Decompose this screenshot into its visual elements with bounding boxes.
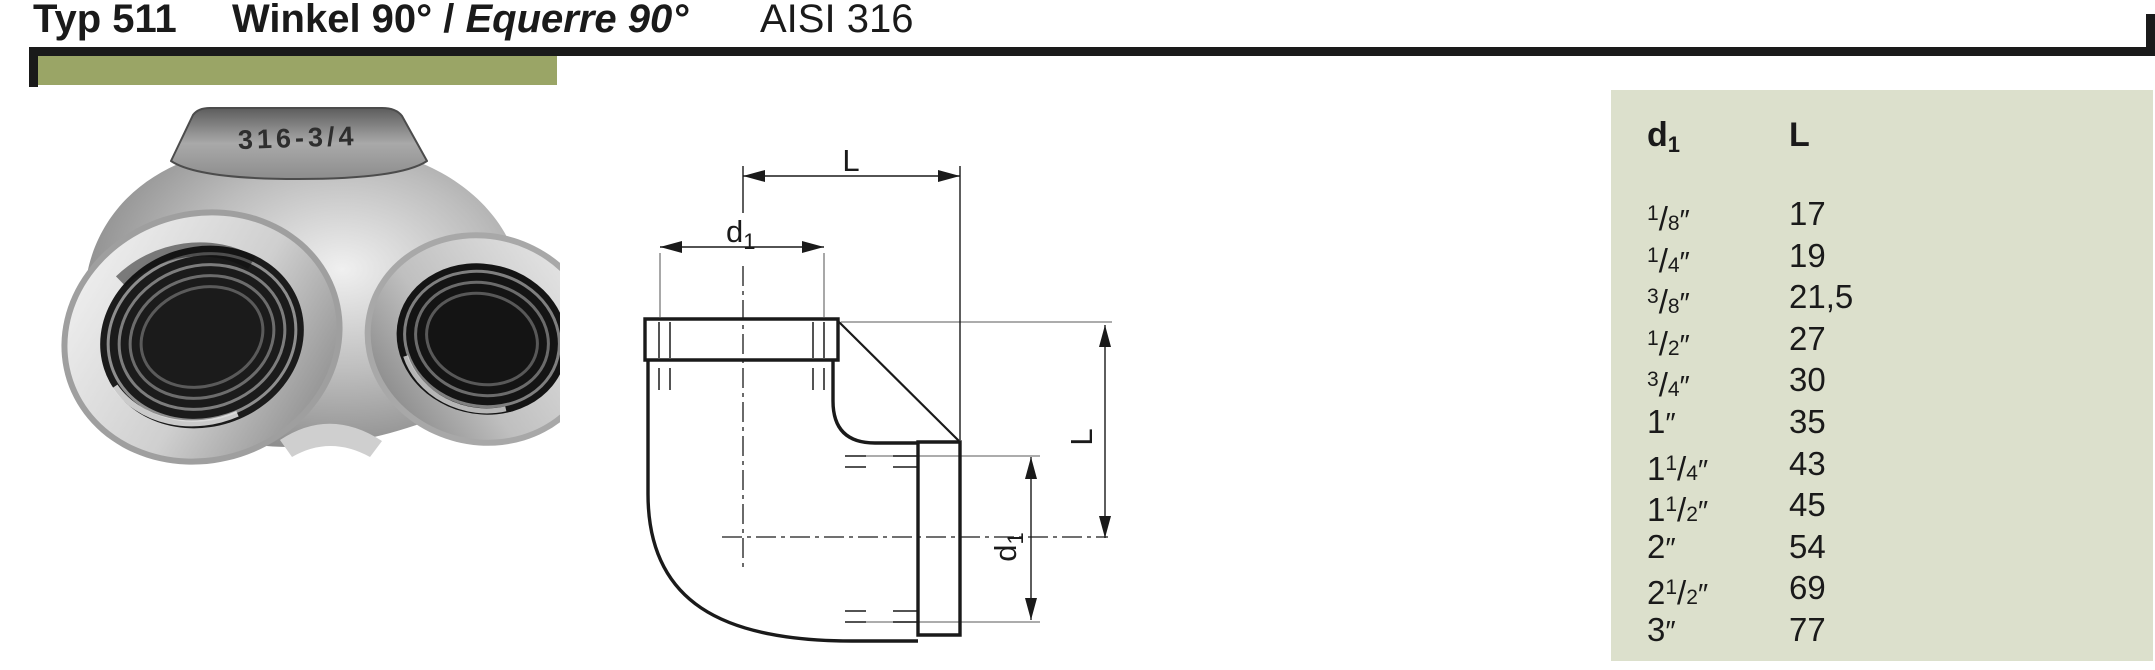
embossed-marking: 316-3/4 xyxy=(237,121,358,155)
elbow-outline xyxy=(643,317,962,643)
material-label: AISI 316 xyxy=(760,0,914,41)
cell-L: 21,5 xyxy=(1789,278,1854,316)
table-row: 21/2″ 69 xyxy=(1611,567,2153,611)
cell-d1: 11/4″ xyxy=(1647,449,1710,487)
table-row: 1/2″ 27 xyxy=(1611,318,2153,362)
cell-L: 77 xyxy=(1789,610,1826,648)
header-rule-right-tick xyxy=(2146,14,2155,56)
accent-bar xyxy=(38,56,557,85)
left-threaded-opening xyxy=(61,209,343,465)
cell-d1: 21/2″ xyxy=(1647,574,1710,612)
table-row: 3″ 77 xyxy=(1611,609,2153,651)
title-separator: / xyxy=(432,0,466,41)
title-french: Equerre 90° xyxy=(465,0,689,41)
table-row: 1″ 35 xyxy=(1611,401,2153,443)
cell-d1: 3/8″ xyxy=(1647,283,1691,321)
centerlines xyxy=(722,266,1108,567)
fitting-waist xyxy=(280,423,382,457)
table-row: 11/2″ 45 xyxy=(1611,484,2153,528)
cell-d1: 1/2″ xyxy=(1647,324,1691,362)
cell-d1: 3″ xyxy=(1647,610,1677,648)
page-title: Winkel 90° / Equerre 90° xyxy=(232,0,688,41)
table-row: 3/4″ 30 xyxy=(1611,359,2153,403)
cell-d1: 1/4″ xyxy=(1647,241,1691,279)
table-row: 2″ 54 xyxy=(1611,526,2153,568)
dimension-table-header: d1 L xyxy=(1611,116,2153,157)
dim-label-side-diameter: d1 xyxy=(988,532,1028,562)
cell-L: 30 xyxy=(1789,361,1826,399)
cell-d1: 11/2″ xyxy=(1647,491,1710,529)
table-row: 3/8″ 21,5 xyxy=(1611,276,2153,320)
cell-L: 54 xyxy=(1789,527,1826,565)
table-row: 1/4″ 19 xyxy=(1611,235,2153,279)
cell-L: 43 xyxy=(1789,444,1826,482)
dimension-arrowheads xyxy=(660,170,1111,620)
header-rule xyxy=(29,47,2155,56)
dim-label-top-length: L xyxy=(842,143,859,178)
product-photo: 316-3/4 xyxy=(61,107,560,465)
cell-L: 45 xyxy=(1789,486,1826,524)
cell-L: 27 xyxy=(1789,319,1826,357)
cell-L: 69 xyxy=(1789,569,1826,607)
cell-d1: 1/8″ xyxy=(1647,200,1691,237)
thread-marks xyxy=(658,322,918,623)
elbow-chamfer-line xyxy=(838,321,960,442)
cell-d1: 3/4″ xyxy=(1647,366,1691,404)
cell-d1: 2″ xyxy=(1647,527,1677,565)
dim-label-side-length: L xyxy=(1064,428,1099,445)
cell-d1: 1″ xyxy=(1647,402,1677,440)
column-header-L: L xyxy=(1789,116,1810,154)
title-german: Winkel 90° xyxy=(232,0,433,41)
column-header-d1: d1 xyxy=(1647,116,1681,157)
dim-label-top-diameter: d1 xyxy=(726,214,756,254)
cell-L: 19 xyxy=(1789,236,1826,274)
type-label: Typ 511 xyxy=(33,0,177,41)
dimension-lines xyxy=(660,166,1106,620)
header-rule-left-tick xyxy=(29,47,38,87)
cell-L: 17 xyxy=(1789,195,1826,232)
table-row: 11/4″ 43 xyxy=(1611,443,2153,487)
right-threaded-opening xyxy=(364,232,560,446)
cell-L: 35 xyxy=(1789,402,1826,440)
table-row: 1/8″ 17 xyxy=(1611,193,2153,237)
technical-drawing: L d1 L d1 xyxy=(643,143,1112,643)
fitting-top-band xyxy=(170,107,428,180)
extension-lines xyxy=(659,253,1112,623)
